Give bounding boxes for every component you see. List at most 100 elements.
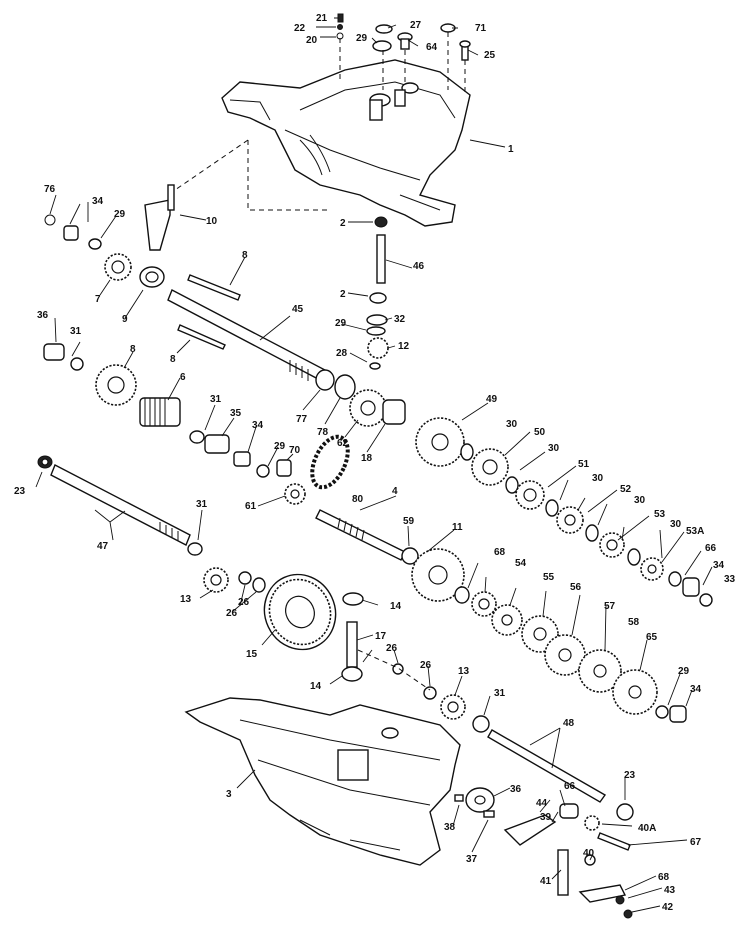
label-48: 48 xyxy=(563,718,575,729)
label-54: 54 xyxy=(515,558,527,569)
label-8-top: 8 xyxy=(242,250,248,261)
label-40: 40 xyxy=(583,848,595,859)
label-23-right: 23 xyxy=(624,770,636,781)
label-35: 35 xyxy=(230,408,242,419)
label-29-pinion: 29 xyxy=(335,318,347,329)
label-29-left: 29 xyxy=(114,209,126,220)
label-31-left: 31 xyxy=(70,326,82,337)
lower-housing xyxy=(184,697,461,866)
leader-lines xyxy=(35,17,713,913)
label-71: 71 xyxy=(475,23,487,34)
label-37: 37 xyxy=(466,854,478,865)
label-80: 80 xyxy=(352,494,364,505)
label-52: 52 xyxy=(620,484,632,495)
label-55: 55 xyxy=(543,572,555,583)
label-34-left: 34 xyxy=(92,196,104,207)
label-23-left: 23 xyxy=(14,486,26,497)
label-76b: 78 xyxy=(317,427,329,438)
label-66-right: 66 xyxy=(705,543,717,554)
differential xyxy=(203,567,466,720)
label-14-top: 14 xyxy=(390,601,402,612)
label-30-e: 30 xyxy=(670,519,682,530)
label-27: 27 xyxy=(410,20,422,31)
label-15: 15 xyxy=(246,649,258,660)
label-62: 62 xyxy=(337,438,349,449)
pinion-stack xyxy=(366,216,389,370)
label-8-mid: 8 xyxy=(170,354,176,365)
label-1: 1 xyxy=(508,144,514,155)
label-33: 33 xyxy=(724,574,736,585)
shift-lever-assembly xyxy=(454,787,633,919)
label-64: 64 xyxy=(426,42,438,53)
drive-chain xyxy=(310,434,350,490)
label-29-right: 29 xyxy=(678,666,690,677)
label-26-mid: 26 xyxy=(386,643,398,654)
label-31-lower: 31 xyxy=(494,688,506,699)
label-21: 21 xyxy=(316,13,328,24)
label-30-d: 30 xyxy=(634,495,646,506)
label-68-lower: 68 xyxy=(658,872,670,883)
label-68-mid: 68 xyxy=(494,547,506,558)
label-9: 9 xyxy=(122,314,128,325)
label-76: 76 xyxy=(44,184,56,195)
label-13-left: 13 xyxy=(180,594,192,605)
label-25-left: 26 xyxy=(238,597,250,608)
axle-48 xyxy=(472,715,634,821)
label-30-a: 30 xyxy=(506,419,518,430)
label-30-c: 30 xyxy=(592,473,604,484)
label-11: 11 xyxy=(452,522,463,533)
gear-stack-lower xyxy=(411,548,687,723)
label-17: 17 xyxy=(375,631,387,642)
label-45: 45 xyxy=(292,304,304,315)
label-53a: 53A xyxy=(686,526,704,537)
shaft-4 xyxy=(315,509,419,565)
label-26-right: 26 xyxy=(420,660,432,671)
label-22: 22 xyxy=(294,23,306,34)
label-50: 50 xyxy=(534,427,546,438)
label-38: 38 xyxy=(444,822,456,833)
housing-pivot-dashed-line xyxy=(174,139,330,211)
label-6: 6 xyxy=(180,372,186,383)
top-hardware xyxy=(336,13,471,95)
label-14-lower: 14 xyxy=(310,681,322,692)
axle-47 xyxy=(37,455,203,556)
label-42: 42 xyxy=(662,902,674,913)
label-43: 43 xyxy=(664,885,676,896)
label-61: 61 xyxy=(245,501,257,512)
label-25-top: 25 xyxy=(484,50,496,61)
label-31-axle: 31 xyxy=(196,499,208,510)
label-28: 28 xyxy=(336,348,348,359)
label-34-mid: 34 xyxy=(252,420,264,431)
label-77: 77 xyxy=(296,414,308,425)
label-3: 3 xyxy=(226,789,232,800)
label-47: 47 xyxy=(97,541,109,552)
label-51: 51 xyxy=(578,459,590,470)
differential-side-parts xyxy=(315,369,406,427)
label-59: 59 xyxy=(403,516,415,527)
shaft-parts-row xyxy=(189,430,306,505)
label-66-lower: 66 xyxy=(564,781,576,792)
label-40a: 40A xyxy=(638,823,656,834)
label-29-mid: 29 xyxy=(274,441,286,452)
callout-labels: 21 22 20 27 29 64 71 25 1 76 34 29 10 2 … xyxy=(14,13,736,913)
label-29-top: 29 xyxy=(356,33,368,44)
pin-rods xyxy=(177,274,241,350)
label-20: 20 xyxy=(306,35,318,46)
label-2-lower: 2 xyxy=(340,289,346,300)
shift-assembly xyxy=(43,184,181,427)
label-34-lower-right: 34 xyxy=(690,684,702,695)
label-57: 57 xyxy=(604,601,616,612)
label-8-left: 8 xyxy=(130,344,136,355)
label-30-b: 30 xyxy=(548,443,560,454)
label-2-upper: 2 xyxy=(340,218,346,229)
label-49: 49 xyxy=(486,394,498,405)
label-67: 67 xyxy=(690,837,702,848)
label-36-lower: 36 xyxy=(510,784,522,795)
label-36-left: 36 xyxy=(37,310,49,321)
label-12: 12 xyxy=(398,341,410,352)
label-31-mid: 31 xyxy=(210,394,222,405)
label-53: 53 xyxy=(654,509,666,520)
label-39: 39 xyxy=(540,812,552,823)
label-7: 7 xyxy=(95,294,101,305)
